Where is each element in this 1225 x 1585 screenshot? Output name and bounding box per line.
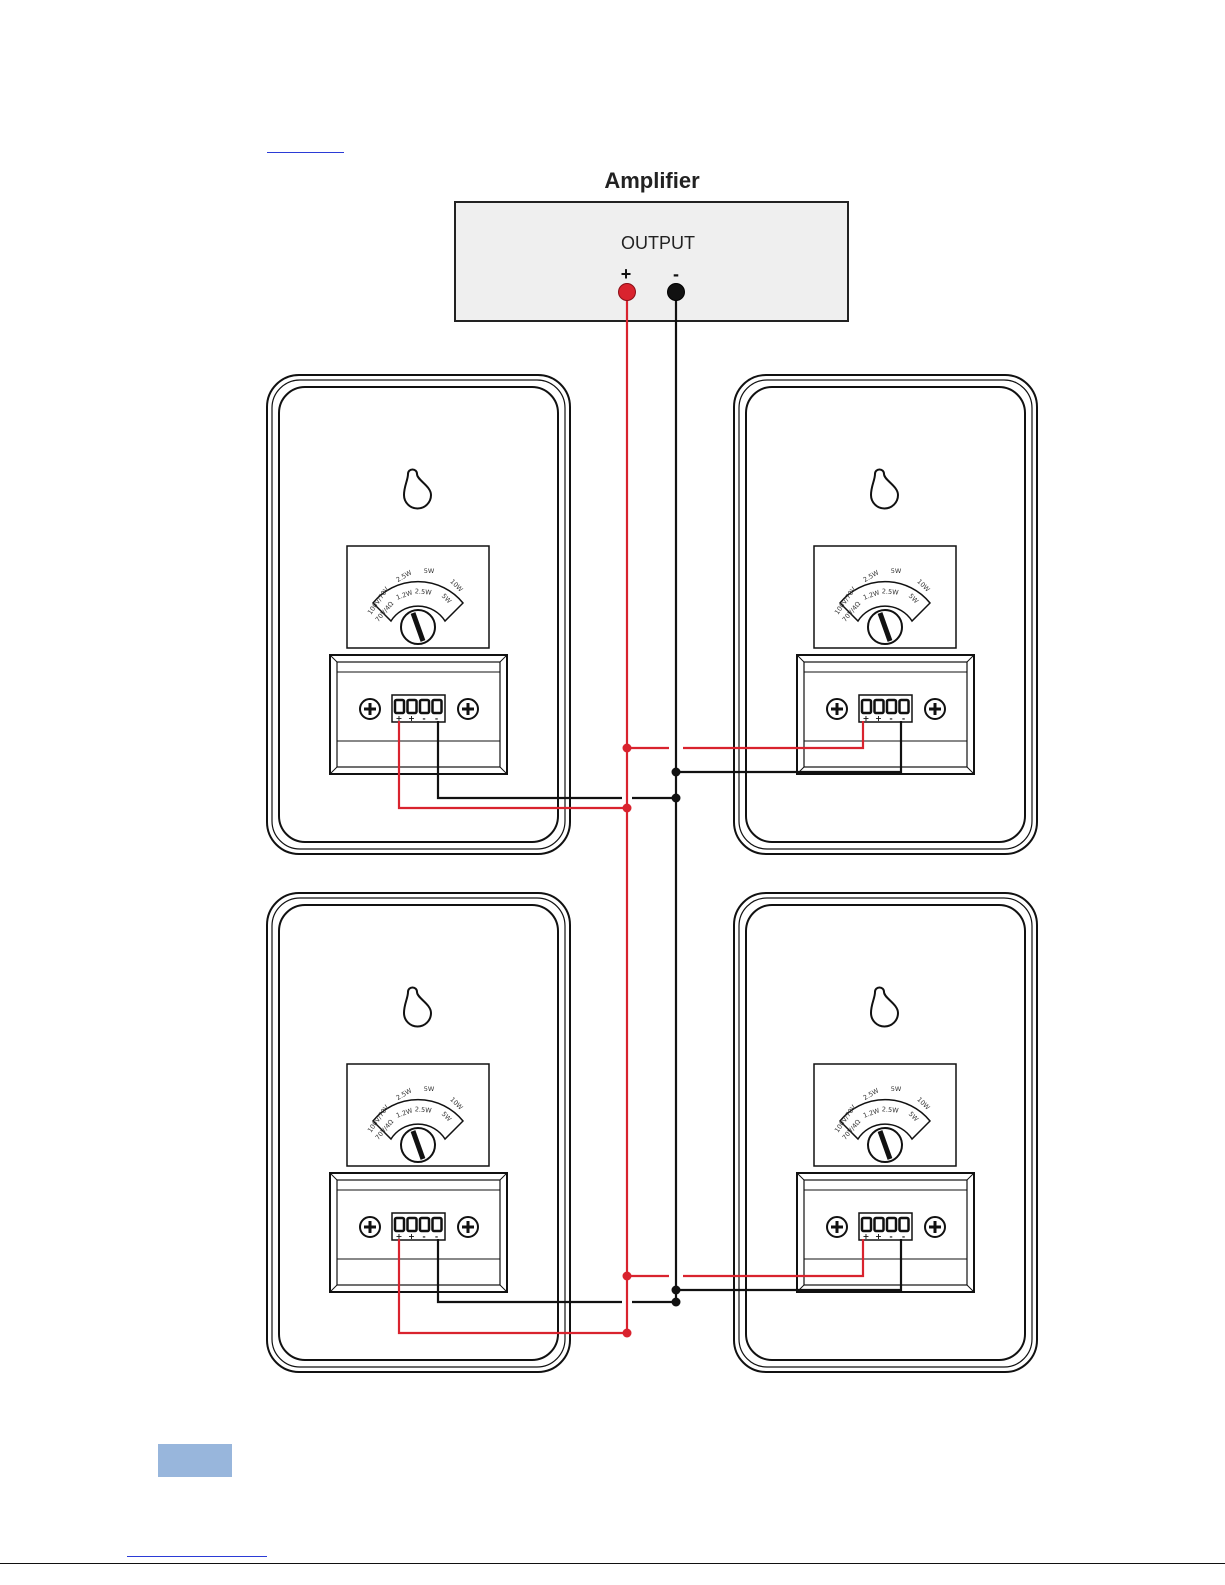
terminal-polarity-label: -: [889, 1232, 892, 1241]
terminal-slot[interactable]: [420, 700, 429, 713]
dial-label-inner: 2.5W: [881, 587, 899, 596]
terminal-polarity-label: -: [902, 1232, 905, 1241]
speaker-bottom-right: 100V/70V2.5W5W10W70V/4Ω1.2W2.5W5W++--: [734, 893, 1037, 1372]
amplifier-box: [455, 202, 848, 321]
plus-label: +: [621, 264, 632, 284]
terminal-polarity-label: -: [902, 714, 905, 723]
amplifier: Amplifier OUTPUT + -: [455, 168, 848, 321]
dial-label-outer: 5W: [891, 1085, 902, 1093]
wire-junction: [672, 1298, 681, 1307]
terminal-slot[interactable]: [433, 700, 442, 713]
terminal-slot[interactable]: [395, 1218, 404, 1231]
terminal-slot[interactable]: [408, 700, 417, 713]
wire-junction: [623, 804, 632, 813]
wire-junction: [623, 744, 632, 753]
minus-label: -: [673, 264, 679, 284]
terminal-polarity-label: +: [875, 1232, 882, 1241]
wire-junction: [672, 768, 681, 777]
output-label: OUTPUT: [621, 233, 695, 253]
dial-label-outer: 5W: [424, 567, 435, 575]
terminal-slot[interactable]: [887, 700, 896, 713]
wire-junction: [623, 1272, 632, 1281]
wire-junction: [672, 1286, 681, 1295]
terminal-slot[interactable]: [887, 1218, 896, 1231]
terminal-polarity-label: +: [408, 714, 415, 723]
wire-junction: [672, 794, 681, 803]
terminal-slot[interactable]: [900, 700, 909, 713]
terminal-slot[interactable]: [433, 1218, 442, 1231]
terminal-slot[interactable]: [862, 1218, 871, 1231]
wire-junction: [623, 1329, 632, 1338]
negative-output-terminal[interactable]: [668, 284, 685, 301]
terminal-polarity-label: -: [889, 714, 892, 723]
terminal-slot[interactable]: [875, 1218, 884, 1231]
terminal-slot[interactable]: [900, 1218, 909, 1231]
dial-label-inner: 2.5W: [881, 1105, 899, 1114]
terminal-polarity-label: -: [422, 1232, 425, 1241]
terminal-slot[interactable]: [420, 1218, 429, 1231]
terminal-slot[interactable]: [862, 700, 871, 713]
dial-label-outer: 5W: [891, 567, 902, 575]
positive-output-terminal[interactable]: [619, 284, 636, 301]
terminal-slot[interactable]: [408, 1218, 417, 1231]
amplifier-title: Amplifier: [604, 168, 700, 193]
dial-label-inner: 2.5W: [414, 587, 432, 596]
terminal-slot[interactable]: [395, 700, 404, 713]
terminal-polarity-label: +: [408, 1232, 415, 1241]
terminal-polarity-label: -: [422, 714, 425, 723]
terminal-polarity-label: +: [875, 714, 882, 723]
terminal-slot[interactable]: [875, 700, 884, 713]
dial-label-outer: 5W: [424, 1085, 435, 1093]
dial-label-inner: 2.5W: [414, 1105, 432, 1114]
